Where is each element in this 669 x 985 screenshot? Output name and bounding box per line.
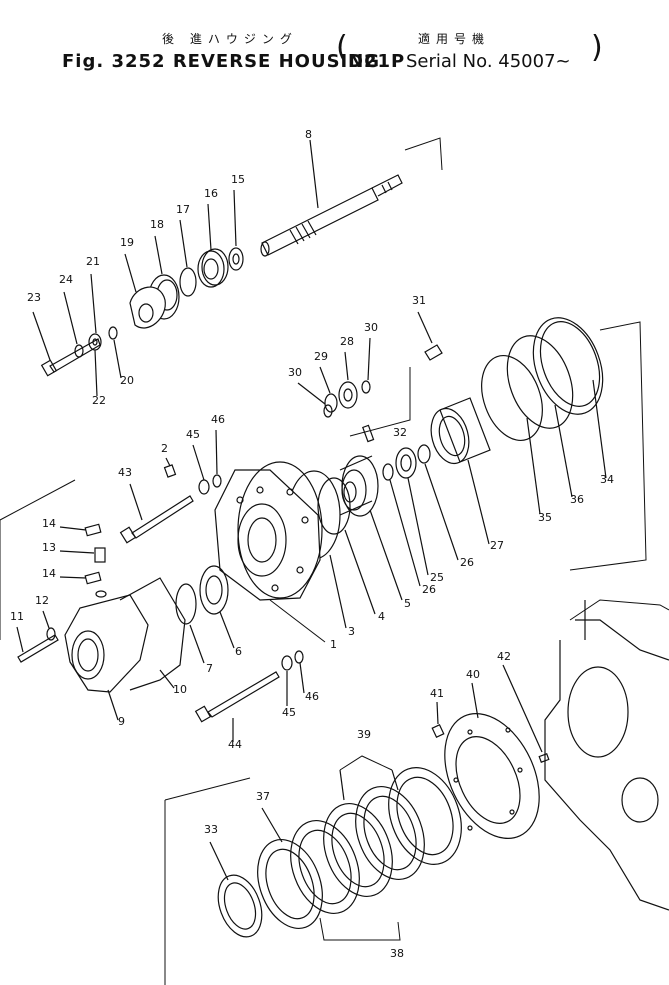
main-housing (214, 461, 326, 643)
part-label-2: 2 (161, 442, 168, 455)
pin-part (362, 424, 375, 443)
part-label-30a: 30 (364, 321, 378, 334)
part-label-36: 36 (570, 493, 584, 506)
part-label-14b: 14 (42, 567, 56, 580)
part-label-13: 13 (42, 541, 56, 554)
part-label-46a: 46 (211, 413, 225, 426)
part-label-35: 35 (538, 511, 552, 524)
part-label-23: 23 (27, 291, 41, 304)
part-label-9: 9 (118, 715, 125, 728)
part-labels: 8151617181921242320223130282930323436352… (10, 128, 614, 960)
header: 後 進ハウジング 適用号機 Fig. 3252 REVERSE HOUSING … (0, 0, 669, 80)
clutch-drum (430, 397, 491, 545)
part-label-46b: 46 (305, 690, 319, 703)
part-label-14a: 14 (42, 517, 56, 530)
part-label-41: 41 (430, 687, 444, 700)
part-label-7: 7 (206, 662, 213, 675)
part-label-11: 11 (10, 610, 24, 623)
part-label-22: 22 (92, 394, 106, 407)
part-label-8: 8 (305, 128, 312, 141)
plug-parts (0, 479, 107, 663)
clutch-rings (481, 317, 647, 571)
part-label-29: 29 (314, 350, 328, 363)
part-label-42: 42 (497, 650, 511, 663)
bolt-44 (194, 650, 305, 742)
paren-open: ( (336, 30, 348, 65)
part-label-10: 10 (173, 683, 187, 696)
part-label-45a: 45 (186, 428, 200, 441)
shaft-part (260, 137, 443, 257)
part-label-45b: 45 (282, 706, 296, 719)
part-label-21: 21 (86, 255, 100, 268)
part-label-32: 32 (393, 426, 407, 439)
part-label-39: 39 (357, 728, 371, 741)
part-label-43: 43 (118, 466, 132, 479)
part-label-20: 20 (120, 374, 134, 387)
bearing-ring (175, 565, 235, 664)
figure-title: Fig. 3252 REVERSE HOUSING (62, 51, 381, 72)
part-label-3: 3 (348, 625, 355, 638)
transmission-case (544, 599, 669, 911)
part-label-30b: 30 (288, 366, 302, 379)
part-label-37: 37 (256, 790, 270, 803)
part-label-27: 27 (490, 539, 504, 552)
part-label-28: 28 (340, 335, 354, 348)
paren-close: ) (591, 30, 603, 65)
part-label-16: 16 (204, 187, 218, 200)
part-label-31: 31 (412, 294, 426, 307)
part-label-15: 15 (231, 173, 245, 186)
part-label-19: 19 (120, 236, 134, 249)
end-cover (64, 577, 186, 721)
clutch-plates (164, 755, 462, 985)
model-label: D21P (348, 51, 406, 72)
part-label-18: 18 (150, 218, 164, 231)
japanese-title: 後 進ハウジング (162, 32, 298, 46)
part-label-12: 12 (35, 594, 49, 607)
part-label-25: 25 (430, 571, 444, 584)
part-label-4: 4 (378, 610, 385, 623)
part-label-1: 1 (330, 638, 337, 651)
part-label-5: 5 (404, 597, 411, 610)
bearing-stack (124, 189, 244, 329)
part-label-26b: 26 (422, 583, 436, 596)
japanese-applicable-label: 適用号機 (418, 32, 491, 46)
idler-gear (297, 311, 443, 437)
part-label-6: 6 (235, 645, 242, 658)
serial-label: Serial No. 45007~ (406, 51, 571, 72)
bolt-assembly (32, 273, 122, 397)
part-label-40: 40 (466, 668, 480, 681)
part-label-24: 24 (59, 273, 73, 286)
brake-plate (431, 664, 550, 839)
part-label-17: 17 (176, 203, 190, 216)
gear-set (339, 444, 459, 601)
bolt-43 (119, 429, 222, 544)
part-label-34: 34 (600, 473, 614, 486)
part-label-26a: 26 (460, 556, 474, 569)
part-label-44: 44 (228, 738, 242, 751)
part-label-33: 33 (204, 823, 218, 836)
part-label-38: 38 (390, 947, 404, 960)
